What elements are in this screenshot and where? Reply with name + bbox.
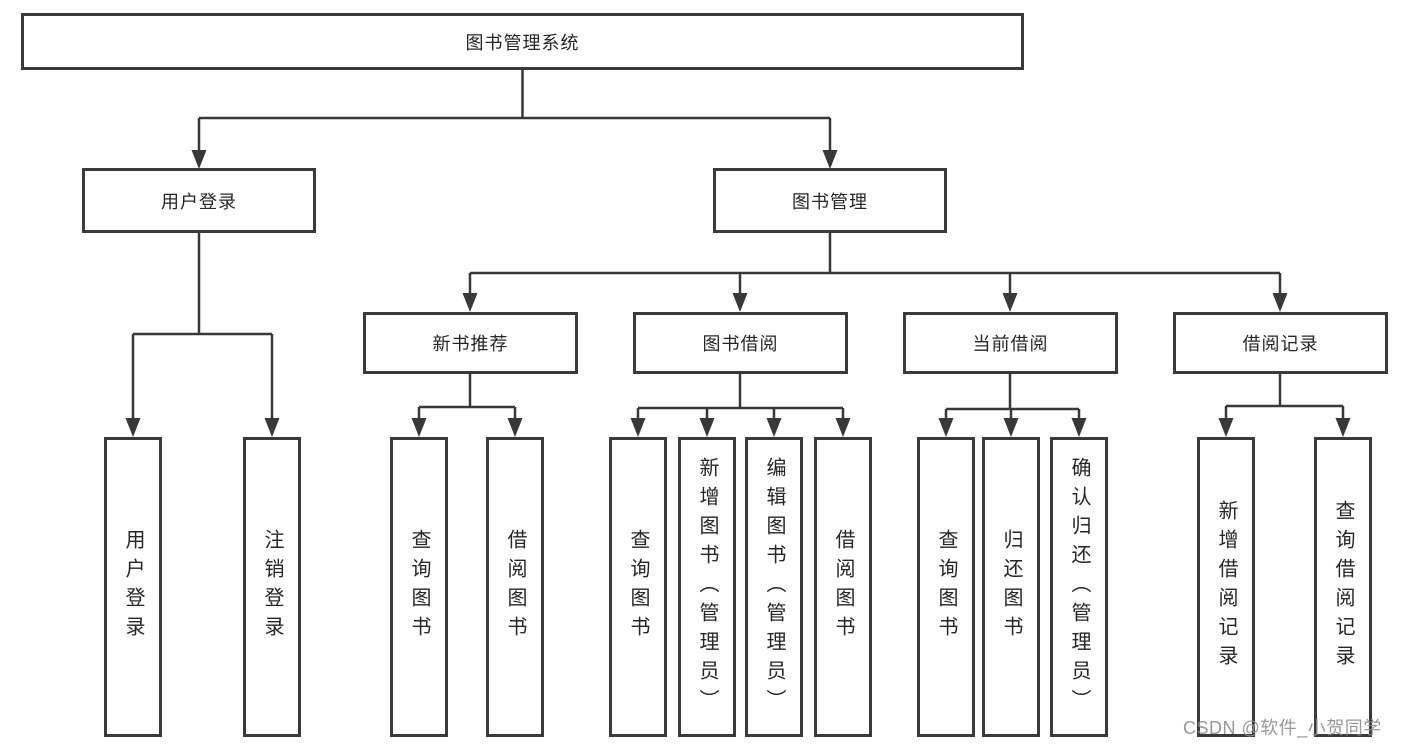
node-borrowing-records: 借阅记录	[1173, 312, 1388, 374]
leaf-borrow-books-1-label: 借阅图书	[504, 529, 526, 645]
leaf-return-book-label: 归还图书	[1000, 529, 1022, 645]
leaf-user-login-label: 用户登录	[122, 529, 144, 645]
leaf-query-books-2-label: 查询图书	[627, 529, 649, 645]
node-current-borrowing: 当前借阅	[903, 312, 1118, 374]
leaf-query-borrow-record-label: 查询借阅记录	[1332, 500, 1354, 674]
leaf-edit-book-admin-label: 编辑图书（管理员）	[763, 456, 785, 718]
leaf-add-book-admin: 新增图书（管理员）	[678, 437, 736, 737]
connector-user-login-children	[125, 233, 280, 437]
node-book-management: 图书管理	[713, 168, 947, 233]
connector-borrowing-records-children	[1218, 374, 1351, 437]
node-new-book-recommend: 新书推荐	[363, 312, 578, 374]
connector-book-borrowing-children	[630, 374, 851, 437]
leaf-confirm-return-admin: 确认归还（管理员）	[1050, 437, 1108, 737]
leaf-user-login: 用户登录	[104, 437, 162, 737]
leaf-borrow-books-2: 借阅图书	[814, 437, 872, 737]
leaf-borrow-books-1: 借阅图书	[486, 437, 544, 737]
leaf-query-books-2: 查询图书	[609, 437, 667, 737]
leaf-return-book: 归还图书	[982, 437, 1040, 737]
node-user-login: 用户登录	[82, 168, 316, 233]
leaf-add-book-admin-label: 新增图书（管理员）	[696, 456, 718, 718]
leaf-query-books-3-label: 查询图书	[935, 529, 957, 645]
node-book-borrowing: 图书借阅	[633, 312, 848, 374]
csdn-watermark: CSDN @软件_小贺同学	[1183, 718, 1382, 738]
node-library-system: 图书管理系统	[21, 13, 1024, 70]
leaf-query-borrow-record: 查询借阅记录	[1314, 437, 1372, 737]
connector-current-borrowing-children	[938, 374, 1087, 437]
connector-root-to-level2	[191, 68, 838, 169]
leaf-logout-label: 注销登录	[261, 529, 283, 645]
leaf-query-books-1-label: 查询图书	[408, 529, 430, 645]
leaf-query-books-3: 查询图书	[917, 437, 975, 737]
leaf-add-borrow-record: 新增借阅记录	[1197, 437, 1255, 737]
leaf-borrow-books-2-label: 借阅图书	[832, 529, 854, 645]
leaf-add-borrow-record-label: 新增借阅记录	[1215, 500, 1237, 674]
connector-book-management-children	[462, 233, 1288, 312]
leaf-logout: 注销登录	[243, 437, 301, 737]
connector-new-book-recommend-children	[411, 374, 523, 437]
leaf-confirm-return-admin-label: 确认归还（管理员）	[1068, 456, 1090, 718]
leaf-edit-book-admin: 编辑图书（管理员）	[745, 437, 803, 737]
leaf-query-books-1: 查询图书	[390, 437, 448, 737]
